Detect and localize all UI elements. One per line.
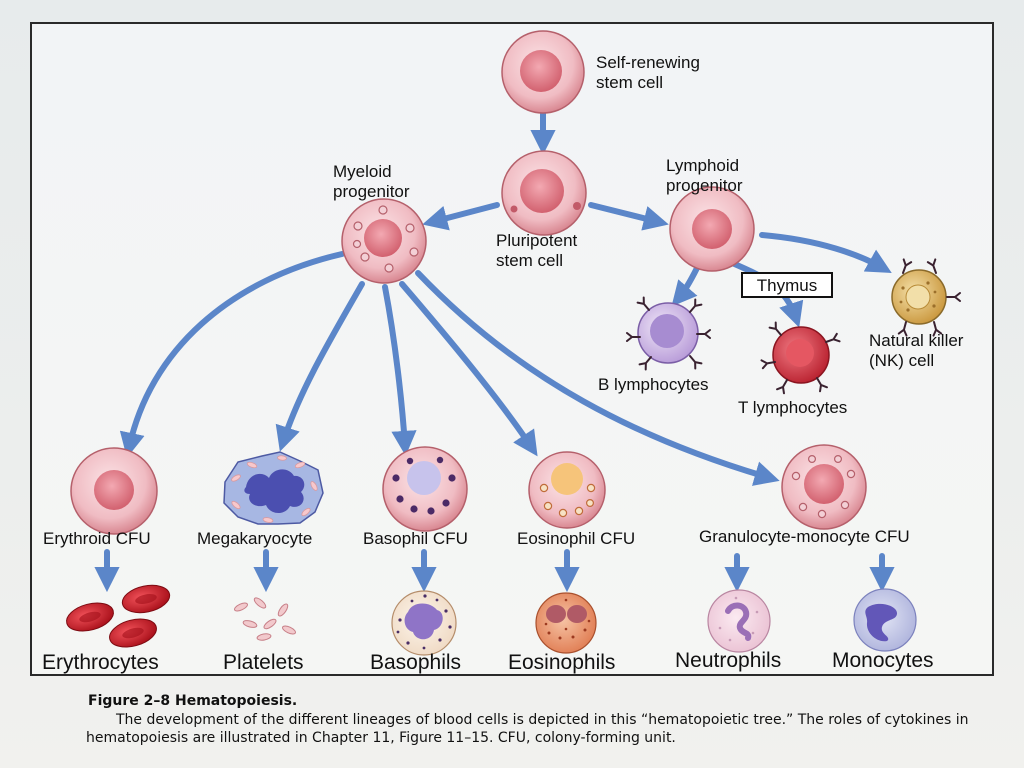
nk-cell <box>891 258 961 337</box>
neutrophils-label: Neutrophils <box>675 649 781 672</box>
arrow-lymphoid-to-b <box>671 265 700 307</box>
megakaryocyte-label: Megakaryocyte <box>197 529 312 548</box>
eosinophils-label: Eosinophils <box>508 651 615 674</box>
arrow-lymphoid-to-nk <box>759 232 892 273</box>
thymus-box: Thymus <box>741 272 833 298</box>
megakaryocyte-cell <box>223 451 324 525</box>
arrow-myeloid-to-granulocyte <box>415 270 780 486</box>
nk-label: Natural killer (NK) cell <box>869 331 968 370</box>
arrow-myeloid-to-basophil <box>382 284 417 457</box>
eosinophils-cells <box>535 592 597 654</box>
eosinophil-cfu-cell <box>528 451 606 529</box>
eosinophil-cfu-label: Eosinophil CFU <box>517 529 635 548</box>
diagram-panel <box>30 22 994 676</box>
basophil-cfu-cell <box>382 446 468 532</box>
basophil-cfu-label: Basophil CFU <box>363 529 468 548</box>
thymus-label: Thymus <box>757 276 817 295</box>
erythrocytes-cells <box>66 584 171 648</box>
myeloid-progenitor-cell <box>341 198 427 284</box>
caption-body: The development of the different lineage… <box>86 712 969 746</box>
monocytes-cells <box>853 588 917 652</box>
basophils-label: Basophils <box>370 651 461 674</box>
arrow-myeloid-to-megakaryocyte <box>275 281 365 452</box>
erythroid-cfu-label: Erythroid CFU <box>43 529 151 548</box>
arrow-pluripotent-to-myeloid <box>422 202 500 231</box>
platelets-cells <box>234 597 296 641</box>
arrow-pluripotent-to-lymphoid <box>588 202 669 231</box>
pluripotent-label: Pluripotent stem cell <box>496 231 582 270</box>
erythroid-cfu-cell <box>70 447 158 535</box>
pluripotent-stem-cell <box>501 150 587 236</box>
arrow-myeloid-to-erythroid <box>119 251 345 458</box>
erythrocytes-label: Erythrocytes <box>42 651 159 674</box>
t-lymphocytes-label: T lymphocytes <box>738 398 847 417</box>
b-lymphocytes-label: B lymphocytes <box>598 375 709 394</box>
monocytes-label: Monocytes <box>832 649 934 672</box>
neutrophils-cells <box>707 589 771 653</box>
myeloid-label: Myeloid progenitor <box>333 162 410 201</box>
b-lymphocyte-cell <box>626 296 711 371</box>
self-renewing-label: Self-renewing stem cell <box>596 53 705 92</box>
t-lymphocyte-cell <box>760 321 841 395</box>
caption-title: Figure 2–8 Hematopoiesis. <box>88 693 298 709</box>
self-renewing-stem-cell <box>501 30 585 114</box>
platelets-label: Platelets <box>223 651 304 674</box>
lymphoid-progenitor-cell <box>669 186 755 272</box>
granulocyte-monocyte-cfu-cell <box>781 444 867 530</box>
arrow-myeloid-to-eosinophil <box>399 281 538 457</box>
figure-caption: Figure 2–8 Hematopoiesis. The developmen… <box>86 692 988 747</box>
lymphoid-label: Lymphoid progenitor <box>666 156 744 195</box>
lineage-arrows <box>94 110 895 593</box>
granulocyte-monocyte-cfu-label: Granulocyte-monocyte CFU <box>699 527 910 546</box>
basophils-cells <box>391 590 457 656</box>
